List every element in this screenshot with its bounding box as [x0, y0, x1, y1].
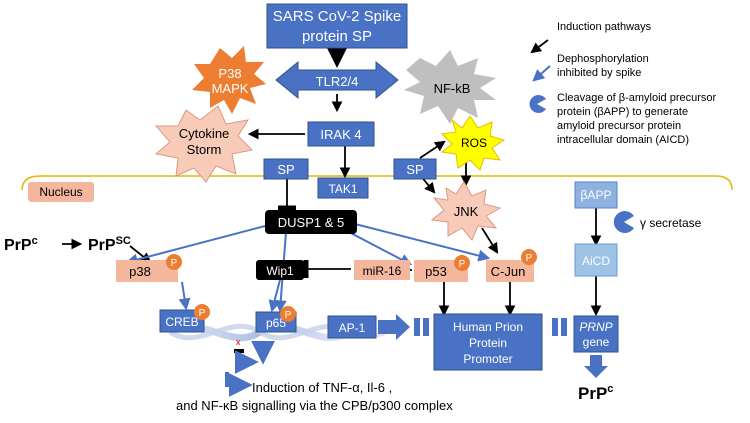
p38-phospho-label: P [171, 258, 178, 269]
p38-mapk-line2: MAPK [212, 81, 249, 96]
mir16-box [354, 260, 410, 280]
nfkb-label: NF-kB [434, 81, 471, 96]
spike-title-line1: SARS CoV-2 Spike [273, 8, 401, 25]
creb-label: CREB [165, 315, 198, 329]
sp-left-box [263, 158, 309, 180]
nucleus-label-box [28, 182, 94, 202]
legend: Induction pathways Dephosphorylation inh… [529, 21, 717, 146]
induction-line2: and NF-κB signalling via the CPB/p300 co… [176, 398, 453, 413]
irak4-label: IRAK 4 [320, 127, 361, 142]
tlr-double-arrow [275, 60, 399, 100]
p38-box [116, 260, 178, 282]
ros-star [440, 115, 506, 171]
prion-promoter-box [433, 313, 543, 371]
dusp-label: DUSP1 & 5 [278, 215, 344, 230]
p53-label: p53 [425, 264, 447, 279]
prpsc-label: PrPSC [88, 235, 131, 254]
legend-dephos-line1: Dephosphorylation [557, 53, 649, 65]
creb-box [159, 309, 205, 333]
spike-title-line2: protein SP [302, 28, 372, 45]
nucleus-boundary [21, 175, 733, 191]
cjun-phospho-badge [521, 249, 537, 265]
bapp-label: βAPP [581, 188, 612, 202]
legend-cleavage-line3: amyloid precursor protein [557, 120, 681, 132]
nfkb-star [404, 50, 496, 124]
jnk-label: JNK [454, 204, 479, 219]
creb-phospho-badge [194, 304, 210, 320]
ap1-label: AP-1 [339, 321, 366, 335]
prpc-left-label: PrPc [4, 235, 38, 254]
prnp-line2: gene [583, 335, 610, 349]
sp-right-label: SP [406, 162, 423, 177]
mir16-label: miR-16 [363, 264, 402, 278]
spike-protein-box [266, 3, 408, 49]
irak4-box [307, 121, 375, 147]
ros-label: ROS [461, 136, 487, 150]
prpc-bottom-label: PrPc [578, 383, 613, 403]
cjun-phospho-label: P [526, 253, 533, 264]
promoter-line1: Human Prion [453, 320, 523, 334]
arrows [62, 38, 608, 397]
legend-cleavage-line4: intracellular domain (AICD) [557, 134, 689, 146]
p65-phospho-badge [280, 306, 296, 322]
dusp-box [265, 210, 357, 234]
wip1-label: Wip1 [266, 264, 294, 278]
aicd-label: AiCD [582, 254, 610, 268]
nucleus-label: Nucleus [39, 185, 82, 199]
tak1-label: TAK1 [328, 182, 357, 196]
legend-induction-label: Induction pathways [557, 21, 652, 33]
cytokine-storm-line2: Storm [187, 142, 222, 157]
sp-left-label: SP [277, 162, 294, 177]
jnk-burst [430, 181, 502, 241]
gamma-secretase-label: γ secretase [640, 216, 702, 230]
p38-label: p38 [129, 264, 151, 279]
legend-dephos-icon [532, 65, 551, 82]
p65-label: p65 [266, 316, 286, 330]
promoter-line3: Promoter [463, 352, 512, 366]
prnp-gene-box [573, 315, 619, 353]
p38-mapk-star [192, 46, 266, 114]
legend-cleavage-icon [529, 94, 546, 113]
p53-phospho-badge [454, 255, 470, 271]
legend-cleavage-line1: Cleavage of β-amyloid precursor [557, 92, 717, 104]
aicd-box [574, 243, 618, 277]
cytokine-storm-burst [154, 105, 254, 183]
induction-line1: Induction of TNF-α, Il-6 , [252, 380, 392, 395]
cjun-box [486, 260, 534, 282]
cjun-label: C-Jun [491, 264, 526, 279]
tlr-label: TLR2/4 [316, 74, 359, 89]
wip1-box [256, 260, 304, 280]
legend-dephos-line2: inhibited by spike [557, 67, 641, 79]
p38-mapk-line1: P38 [218, 66, 241, 81]
promoter-line2: Protein [469, 336, 507, 350]
dna-x-mark: x [236, 337, 241, 347]
tak1-box [317, 177, 369, 199]
p53-phospho-label: P [459, 259, 466, 270]
legend-cleavage-line2: protein (βAPP) to generate [557, 106, 688, 118]
p65-phospho-label: P [285, 310, 292, 321]
creb-phospho-label: P [199, 308, 206, 319]
legend-induction-icon [530, 39, 549, 54]
prnp-line1: PRNP [579, 320, 612, 334]
cytokine-storm-line1: Cytokine [179, 126, 230, 141]
p38-phospho-badge [166, 254, 182, 270]
gamma-secretase-icon [613, 211, 634, 234]
sp-right-box [393, 158, 437, 180]
ap1-box [327, 315, 377, 339]
bapp-box [574, 181, 618, 209]
